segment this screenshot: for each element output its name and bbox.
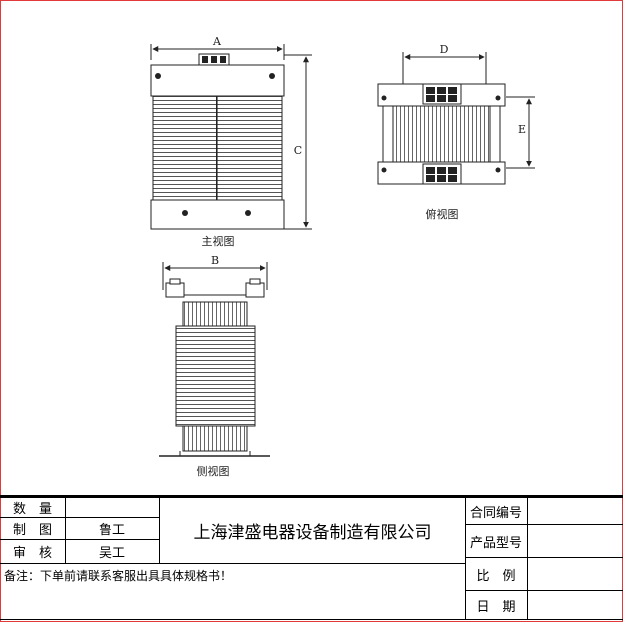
value-quantity xyxy=(65,498,159,517)
title-block: 数 量 制 图 鲁工 审 核 吴工 上海津盛电器设备制造有限公司 备注：下单前请… xyxy=(0,495,623,622)
drawing-area: A C 主视图 xyxy=(150,35,535,478)
front-view: A C 主视图 xyxy=(150,35,312,248)
dim-label-e: E xyxy=(518,123,526,136)
value-contract-no xyxy=(527,498,623,524)
caption-front-view: 主视图 xyxy=(202,234,235,248)
label-date: 日 期 xyxy=(476,599,516,615)
value-checked-by: 吴工 xyxy=(98,546,125,561)
dimension-a: A xyxy=(150,35,285,60)
company-name: 上海津盛电器设备制造有限公司 xyxy=(193,523,432,543)
dim-label-a: A xyxy=(212,35,222,48)
dimension-d: D xyxy=(402,43,487,84)
dimension-c: C xyxy=(284,54,312,230)
dim-label-d: D xyxy=(440,43,449,56)
dim-label-b: B xyxy=(211,254,219,267)
top-view: D E 俯 xyxy=(377,43,535,221)
value-date xyxy=(527,591,623,619)
dimension-e: E xyxy=(506,96,535,169)
dimension-b: B xyxy=(162,254,268,290)
side-view: B 侧视图 xyxy=(159,254,270,478)
label-contract-no: 合同编号 xyxy=(469,505,522,521)
caption-top-view: 俯视图 xyxy=(426,207,459,221)
dim-label-c: C xyxy=(294,144,302,157)
title-block-bottom-border xyxy=(0,619,623,620)
label-quantity: 数 量 xyxy=(12,502,52,517)
caption-side-view: 侧视图 xyxy=(197,464,230,478)
value-scale xyxy=(527,558,623,590)
value-model-no xyxy=(527,525,623,557)
label-scale: 比 例 xyxy=(476,568,516,584)
label-checked-by: 审 核 xyxy=(12,546,52,561)
label-model-no: 产品型号 xyxy=(469,535,522,551)
label-drawn-by: 制 图 xyxy=(12,523,52,538)
value-drawn-by: 鲁工 xyxy=(98,523,125,538)
remark-note: 备注：下单前请联系客服出具具体规格书！ xyxy=(4,568,233,583)
title-block-top-border xyxy=(0,495,623,498)
